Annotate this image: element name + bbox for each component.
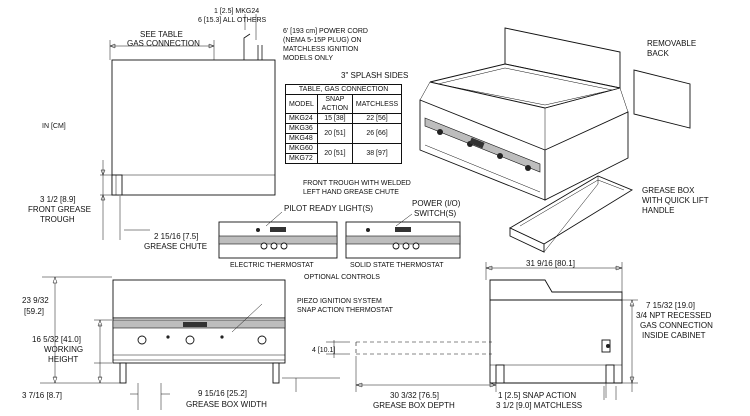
text-labels: 1 [2.5] MKG24 6 [15.3] ALL OTHERS SEE TA… bbox=[22, 8, 713, 410]
bottom-side-view bbox=[282, 262, 638, 400]
piezo-label: PIEZO IGNITION SYSTEM bbox=[297, 298, 382, 305]
gas-connection-table: TABLE, GAS CONNECTION MODEL SNAP ACTION … bbox=[284, 84, 403, 164]
npt-2: 3/4 NPT RECESSED bbox=[636, 311, 712, 320]
front-grease-1: 3 1/2 [8.9] bbox=[40, 195, 76, 204]
optional-controls-label: OPTIONAL CONTROLS bbox=[304, 274, 380, 281]
see-table-1: SEE TABLE bbox=[140, 30, 183, 39]
row-model: MKG36 bbox=[285, 123, 318, 134]
front-grease-2: FRONT GREASE bbox=[28, 205, 91, 214]
box-width-2: GREASE BOX WIDTH bbox=[186, 400, 267, 409]
npt-3: GAS CONNECTION bbox=[640, 321, 713, 330]
npt-1: 7 15/32 [19.0] bbox=[646, 301, 695, 310]
box-depth-2: GREASE BOX DEPTH bbox=[373, 401, 455, 410]
snap-action-1: 1 [2.5] SNAP ACTION bbox=[498, 391, 576, 400]
solid-state-thermostat: SOLID STATE THERMOSTAT bbox=[350, 262, 444, 269]
working-height-3: HEIGHT bbox=[48, 355, 78, 364]
see-table-2: GAS CONNECTION bbox=[127, 39, 200, 48]
units-label: IN [CM] bbox=[42, 123, 66, 130]
power-cord-4: MODELS ONLY bbox=[283, 55, 333, 62]
front-view bbox=[40, 276, 286, 410]
depth-top: 31 9/16 [80.1] bbox=[526, 259, 575, 268]
side-view bbox=[100, 14, 276, 240]
pilot-ready-light: PILOT READY LIGHT(S) bbox=[284, 204, 373, 213]
chute-2: GREASE CHUTE bbox=[144, 242, 207, 251]
row-matchless: 22 [56] bbox=[351, 113, 403, 124]
front-trough-2: LEFT HAND GREASE CHUTE bbox=[303, 189, 399, 196]
grease-box-3: HANDLE bbox=[642, 206, 674, 215]
npt-4: INSIDE CABINET bbox=[642, 331, 706, 340]
snap-thermostat-label: SNAP ACTION THERMOSTAT bbox=[297, 307, 394, 314]
overall-height-1: 23 9/32 bbox=[22, 296, 49, 305]
grease-box-2: WITH QUICK LIFT bbox=[642, 196, 709, 205]
power-cord-3: MATCHLESS IGNITION bbox=[283, 46, 358, 53]
box-width-1: 9 15/16 [25.2] bbox=[198, 389, 247, 398]
working-height-2: WORKING bbox=[44, 345, 83, 354]
power-cord-2: (NEMA 5-15P PLUG) ON bbox=[283, 37, 361, 44]
leg-height: 3 7/16 [8.7] bbox=[22, 391, 62, 400]
gas-table-title: TABLE, GAS CONNECTION bbox=[284, 84, 403, 95]
power-switch-1: POWER (I/O) bbox=[412, 199, 461, 208]
row-snap: 20 [51] bbox=[316, 123, 353, 144]
removable-back-2: BACK bbox=[647, 49, 669, 58]
cord-size-2: 6 [15.3] ALL OTHERS bbox=[198, 17, 267, 24]
power-cord-1: 6' [193 cm] POWER CORD bbox=[283, 28, 368, 35]
splash-sides: 3" SPLASH SIDES bbox=[341, 71, 408, 80]
snap-action-2: 3 1/2 [9.0] MATCHLESS bbox=[496, 401, 582, 410]
grease-box-1: GREASE BOX bbox=[642, 186, 695, 195]
row-model: MKG60 bbox=[285, 143, 318, 154]
electric-thermostat: ELECTRIC THERMOSTAT bbox=[230, 262, 314, 269]
row-matchless: 26 [66] bbox=[351, 123, 403, 144]
row-model: MKG24 bbox=[285, 113, 318, 124]
optional-controls bbox=[218, 211, 461, 259]
box-depth-1: 30 3/32 [76.5] bbox=[390, 391, 439, 400]
header-model: MODEL bbox=[285, 94, 318, 114]
front-grease-3: TROUGH bbox=[40, 215, 75, 224]
front-trough-1: FRONT TROUGH WITH WELDED bbox=[303, 180, 411, 187]
header-snap: SNAP ACTION bbox=[316, 94, 353, 114]
cord-size-1: 1 [2.5] MKG24 bbox=[214, 8, 259, 15]
row-snap: 20 [51] bbox=[316, 143, 353, 164]
row-snap: 15 [38] bbox=[316, 113, 353, 124]
power-switch-2: SWITCH(S) bbox=[414, 209, 457, 218]
row-model: MKG48 bbox=[285, 133, 318, 144]
removable-back-1: REMOVABLE bbox=[647, 39, 696, 48]
box-dim: 4 [10.1] bbox=[312, 347, 335, 354]
row-matchless: 38 [97] bbox=[351, 143, 403, 164]
overall-height-2: [59.2] bbox=[24, 307, 44, 316]
chute-1: 2 15/16 [7.5] bbox=[154, 232, 198, 241]
working-height-1: 16 5/32 [41.0] bbox=[32, 335, 81, 344]
row-model: MKG72 bbox=[285, 153, 318, 164]
header-matchless: MATCHLESS bbox=[351, 94, 403, 114]
isometric-view bbox=[419, 27, 691, 253]
